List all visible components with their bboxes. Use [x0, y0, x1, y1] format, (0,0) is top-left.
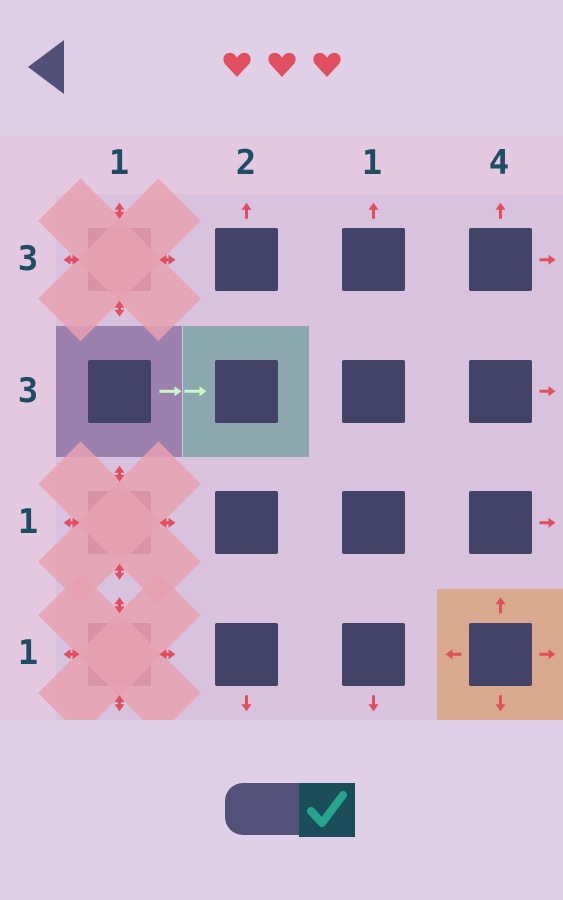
- column-clue-2: 2: [235, 143, 257, 183]
- row-clue-1: 3: [17, 239, 39, 279]
- grid-tile[interactable]: [342, 228, 405, 292]
- grid-tile[interactable]: [88, 491, 151, 555]
- grid-tile[interactable]: [342, 491, 405, 555]
- grid-tile[interactable]: [88, 359, 151, 423]
- row-clue-2: 3: [17, 371, 39, 411]
- lives-display: [0, 50, 563, 86]
- heart-icon: [313, 52, 341, 77]
- grid-tile[interactable]: [469, 359, 532, 423]
- mode-toggle[interactable]: [225, 783, 355, 837]
- grid-tile[interactable]: [469, 228, 532, 292]
- row-clue-4: 1: [17, 633, 39, 673]
- column-clue-3: 1: [361, 143, 383, 183]
- grid-tile[interactable]: [215, 228, 278, 292]
- heart-icon: [268, 52, 296, 77]
- grid-tile[interactable]: [469, 622, 532, 686]
- back-triangle-icon[interactable]: [24, 38, 68, 96]
- grid-tile[interactable]: [215, 622, 278, 686]
- grid-tile[interactable]: [215, 491, 278, 555]
- game-board: 1 2 1 4 3 3 1 1: [0, 136, 563, 720]
- column-clue-1: 1: [108, 143, 130, 183]
- grid-tile[interactable]: [469, 491, 532, 555]
- grid-tile[interactable]: [342, 359, 405, 423]
- row-clue-3: 1: [17, 502, 39, 542]
- heart-icon: [223, 52, 251, 77]
- grid-tile[interactable]: [342, 622, 405, 686]
- grid-tile[interactable]: [215, 359, 278, 423]
- grid-tile[interactable]: [88, 228, 151, 292]
- grid-tile[interactable]: [88, 622, 151, 686]
- top-bar: [0, 0, 563, 136]
- toggle-knob: [299, 783, 355, 837]
- checkmark-icon: [307, 791, 347, 827]
- column-clue-4: 4: [488, 143, 510, 183]
